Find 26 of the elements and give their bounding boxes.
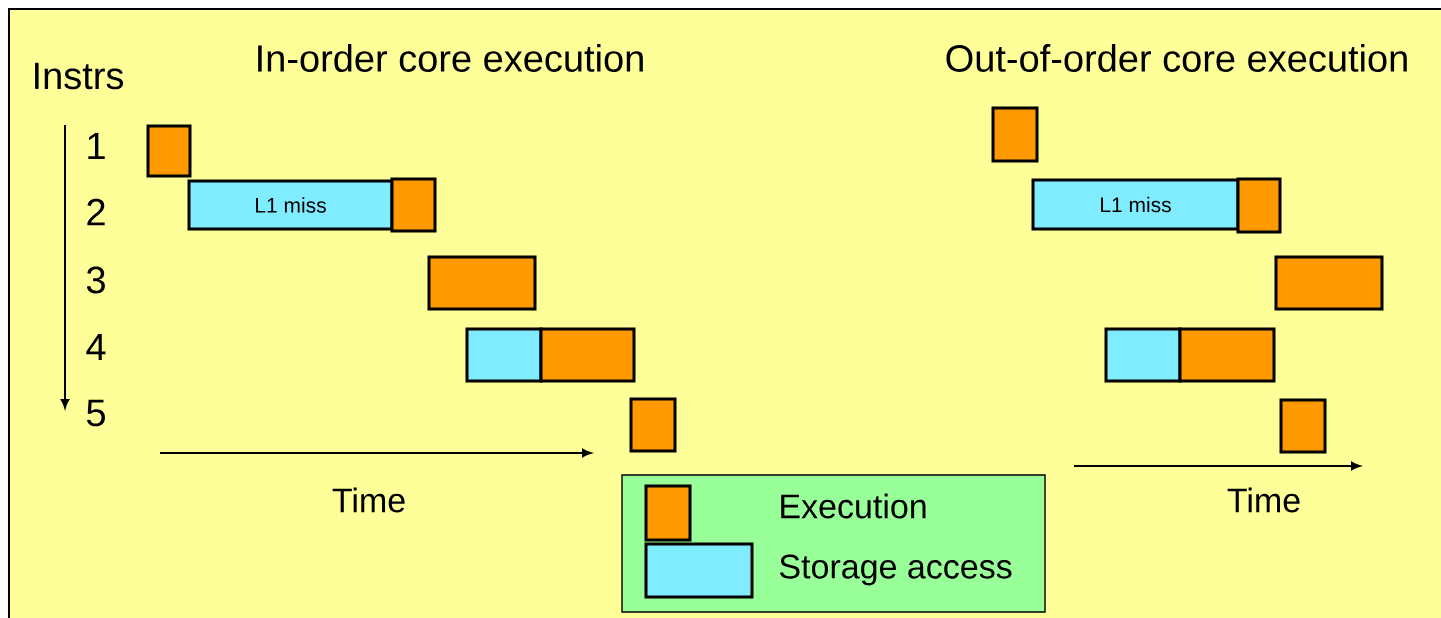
execution-bar xyxy=(539,327,636,383)
storage-access-bar: L1 miss xyxy=(187,179,394,231)
execution-bar xyxy=(1279,398,1327,454)
instruction-number: 1 xyxy=(88,132,105,160)
execution-bar xyxy=(1236,177,1282,234)
execution-bar xyxy=(1178,327,1276,383)
execution-bar xyxy=(991,106,1039,163)
heading: Out-of-order core execution xyxy=(946,44,1407,72)
legend-text: Execution xyxy=(781,493,926,519)
axis-label: Time xyxy=(1227,487,1300,513)
instruction-number: 3 xyxy=(86,266,105,294)
storage-access-bar xyxy=(465,327,543,383)
execution-bar xyxy=(146,124,192,178)
execution-bar xyxy=(629,397,677,453)
execution-bar xyxy=(390,177,437,233)
instruction-number: 4 xyxy=(86,333,106,361)
legend-text: Storage access xyxy=(779,554,1012,586)
axis-label: Time xyxy=(332,487,405,513)
storage-access-bar xyxy=(1104,327,1182,383)
execution-bar xyxy=(1274,255,1384,311)
instruction-number: 5 xyxy=(86,399,105,427)
storage-access-bar: L1 miss xyxy=(1031,178,1240,231)
axis-label: Instrs xyxy=(35,62,124,90)
execution-bar xyxy=(427,255,537,311)
instruction-number: 2 xyxy=(87,198,105,226)
heading: In-order core execution xyxy=(258,44,643,72)
